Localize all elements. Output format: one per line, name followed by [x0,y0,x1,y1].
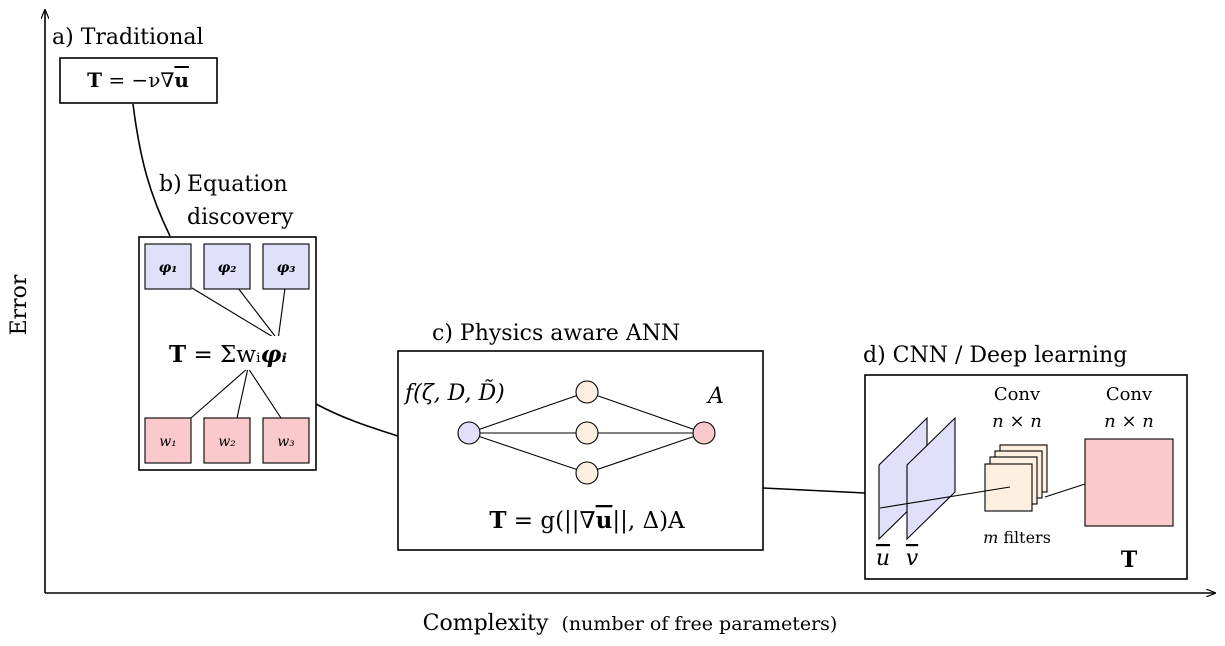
ann-input-node [457,421,481,445]
w-node-1-label: w₁ [159,434,177,450]
physics-ann-equation: T = g(||∇u||, Δ)A [489,507,685,534]
equation-discovery-equation: T = Σwᵢφᵢ [169,341,287,368]
cnn-label: d) CNN / Deep learning [863,343,1127,368]
phi-node-3-label: φ₃ [277,260,296,276]
equation-discovery-prefix: b) [159,172,182,197]
ann-hidden-node-1 [575,380,599,404]
ann-input-label: f(ζ, D, D̃) [403,380,505,406]
w-node-3 [262,417,310,464]
physics-ann-group: c) Physics aware ANN f(ζ, D, D̃) A T = g… [397,321,764,551]
ann-hidden-node-3 [575,461,599,485]
conv2-title: Conv [1106,384,1153,405]
y-axis-label: Error [7,274,32,335]
traditional-label: a) Traditional [52,25,204,50]
w-node-2-label: w₂ [218,434,236,450]
output-t-label: T [1121,547,1138,573]
equation-discovery-group: b) Equation discovery φ₁ φ₂ φ₃ T = Σwᵢφᵢ… [138,172,317,471]
x-axis-label-main: Complexity [423,611,549,636]
equation-discovery-label-line2: discovery [187,205,294,230]
physics-ann-label: c) Physics aware ANN [432,321,680,346]
output-feature-map [1084,438,1174,527]
phi-node-1 [144,243,192,290]
input-u-label: u [876,546,890,571]
ann-edges [468,391,705,474]
conv1-size: n × n [992,411,1042,432]
conv1-title: Conv [994,384,1041,405]
filters-label: m filters [983,528,1051,547]
w-node-2 [203,417,251,464]
conv2-size: n × n [1104,411,1154,432]
phi-node-2 [203,243,251,290]
traditional-group: a) Traditional T = −ν∇u [52,25,218,104]
phi-node-3 [262,243,310,290]
cnn-group: d) CNN / Deep learning u v Conv n × n m … [863,343,1188,580]
ann-output-node [692,421,716,445]
ann-hidden-node-2 [575,421,599,445]
traditional-equation: T = −ν∇u [87,68,189,92]
phi-node-2-label: φ₂ [218,260,237,276]
cnn-links [879,483,1086,509]
ann-output-label: A [706,384,724,409]
input-v-label: v [906,546,919,571]
x-axis-label: Complexity (number of free parameters) [423,611,838,636]
input-plane-v [906,416,956,541]
x-axis-label-paren: (number of free parameters) [561,613,837,635]
traditional-equation-box [59,57,218,104]
w-node-1 [144,417,192,464]
equation-discovery-links [190,287,286,419]
connecting-curve [132,103,866,494]
w-node-3-label: w₃ [277,434,295,450]
equation-discovery-label-line1: Equation [187,172,288,197]
phi-node-1-label: φ₁ [159,260,178,276]
